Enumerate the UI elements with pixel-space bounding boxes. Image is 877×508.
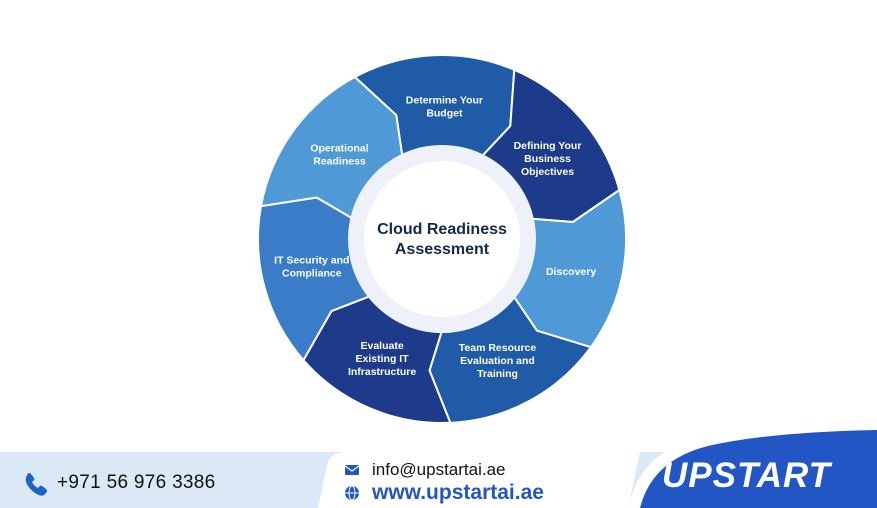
center-title-line1: Cloud Readiness: [377, 221, 507, 238]
segment-label-discovery: Discovery: [546, 266, 596, 278]
footer-contact-panel: [318, 452, 640, 508]
segment-label-evaluate-infrastructure: Infrastructure: [348, 366, 416, 378]
logo-panel: [640, 430, 877, 508]
phone-number[interactable]: +971 56 976 3386: [57, 472, 216, 493]
segment-label-evaluate-infrastructure: Existing IT: [356, 353, 410, 365]
upstart-logo: UPSTART: [662, 456, 832, 495]
segment-label-determine-budget: Determine Your: [406, 95, 483, 107]
segment-label-it-security: Compliance: [282, 268, 342, 280]
website-link[interactable]: www.upstartai.ae: [372, 481, 544, 504]
mail-icon: [344, 465, 360, 475]
segment-label-it-security: IT Security and: [274, 255, 349, 267]
segment-label-team-resource: Team Resource: [459, 342, 537, 354]
email-address[interactable]: info@upstartai.ae: [372, 460, 506, 479]
segment-label-defining-objectives: Defining Your: [514, 140, 582, 152]
segment-label-determine-budget: Budget: [426, 108, 463, 120]
globe-icon: [345, 485, 359, 501]
phone-icon: [25, 473, 47, 496]
segment-label-team-resource: Evaluation and: [460, 355, 535, 367]
segment-label-operational-readiness: Readiness: [313, 156, 366, 168]
segment-label-evaluate-infrastructure: Evaluate: [360, 340, 403, 352]
center-hub: [364, 161, 520, 317]
segment-label-defining-objectives: Business: [524, 153, 571, 165]
segment-label-team-resource: Training: [477, 368, 518, 380]
center-title-line2: Assessment: [395, 241, 490, 258]
segment-label-operational-readiness: Operational: [310, 143, 368, 155]
segment-label-defining-objectives: Objectives: [521, 166, 574, 178]
